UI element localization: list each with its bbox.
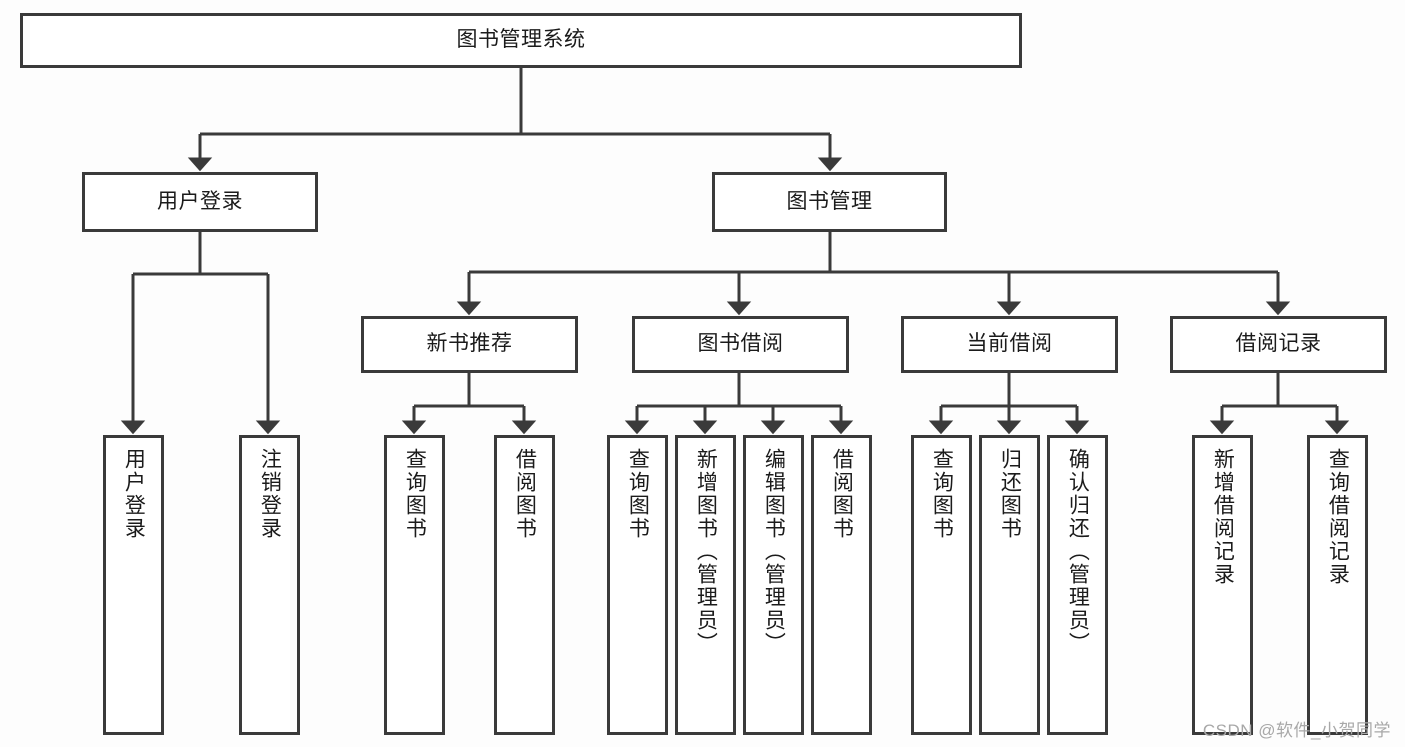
node-leaf-query-book-1[interactable]: 查询图书 xyxy=(384,435,445,735)
node-leaf-query-book-2[interactable]: 查询图书 xyxy=(607,435,668,735)
node-leaf-add-book-label: 新增图书（管理员） xyxy=(694,448,718,655)
node-leaf-add-book[interactable]: 新增图书（管理员） xyxy=(675,435,736,735)
node-leaf-borrow-book-1-label: 借阅图书 xyxy=(513,448,537,540)
node-leaf-add-borrow-record-label: 新增借阅记录 xyxy=(1211,448,1235,586)
node-book-borrow-label: 图书借阅 xyxy=(697,332,784,356)
node-new-book-recommend[interactable]: 新书推荐 xyxy=(361,316,578,373)
node-leaf-borrow-book-2-label: 借阅图书 xyxy=(830,448,854,540)
node-leaf-logout-login-label: 注销登录 xyxy=(258,448,282,540)
node-leaf-query-borrow-record-label: 查询借阅记录 xyxy=(1326,448,1350,586)
node-leaf-borrow-book-1[interactable]: 借阅图书 xyxy=(494,435,555,735)
watermark-text: CSDN @软件_小贺同学 xyxy=(1202,721,1391,740)
node-book-management-label: 图书管理 xyxy=(786,189,873,213)
node-root-label: 图书管理系统 xyxy=(456,28,586,52)
node-leaf-edit-book[interactable]: 编辑图书（管理员） xyxy=(743,435,804,735)
node-borrow-record-label: 借阅记录 xyxy=(1235,332,1322,356)
node-new-book-recommend-label: 新书推荐 xyxy=(426,332,513,356)
node-leaf-confirm-return[interactable]: 确认归还（管理员） xyxy=(1047,435,1108,735)
node-leaf-logout-login[interactable]: 注销登录 xyxy=(239,435,300,735)
node-leaf-user-login[interactable]: 用户登录 xyxy=(103,435,164,735)
node-borrow-record[interactable]: 借阅记录 xyxy=(1170,316,1387,373)
node-book-management[interactable]: 图书管理 xyxy=(712,172,947,232)
node-leaf-edit-book-label: 编辑图书（管理员） xyxy=(762,448,786,655)
node-leaf-confirm-return-label: 确认归还（管理员） xyxy=(1066,448,1090,655)
node-leaf-return-book-label: 归还图书 xyxy=(998,448,1022,540)
node-leaf-query-book-1-label: 查询图书 xyxy=(403,448,427,540)
node-leaf-query-book-3-label: 查询图书 xyxy=(930,448,954,540)
node-leaf-borrow-book-2[interactable]: 借阅图书 xyxy=(811,435,872,735)
node-current-borrow-label: 当前借阅 xyxy=(966,332,1053,356)
node-root[interactable]: 图书管理系统 xyxy=(20,13,1022,68)
node-leaf-query-book-3[interactable]: 查询图书 xyxy=(911,435,972,735)
node-leaf-return-book[interactable]: 归还图书 xyxy=(979,435,1040,735)
node-leaf-user-login-label: 用户登录 xyxy=(122,448,146,540)
node-leaf-add-borrow-record[interactable]: 新增借阅记录 xyxy=(1192,435,1253,735)
node-user-login-label: 用户登录 xyxy=(157,189,243,213)
node-user-login[interactable]: 用户登录 xyxy=(82,172,318,232)
node-leaf-query-book-2-label: 查询图书 xyxy=(626,448,650,540)
node-book-borrow[interactable]: 图书借阅 xyxy=(632,316,849,373)
node-current-borrow[interactable]: 当前借阅 xyxy=(901,316,1118,373)
node-leaf-query-borrow-record[interactable]: 查询借阅记录 xyxy=(1307,435,1368,735)
